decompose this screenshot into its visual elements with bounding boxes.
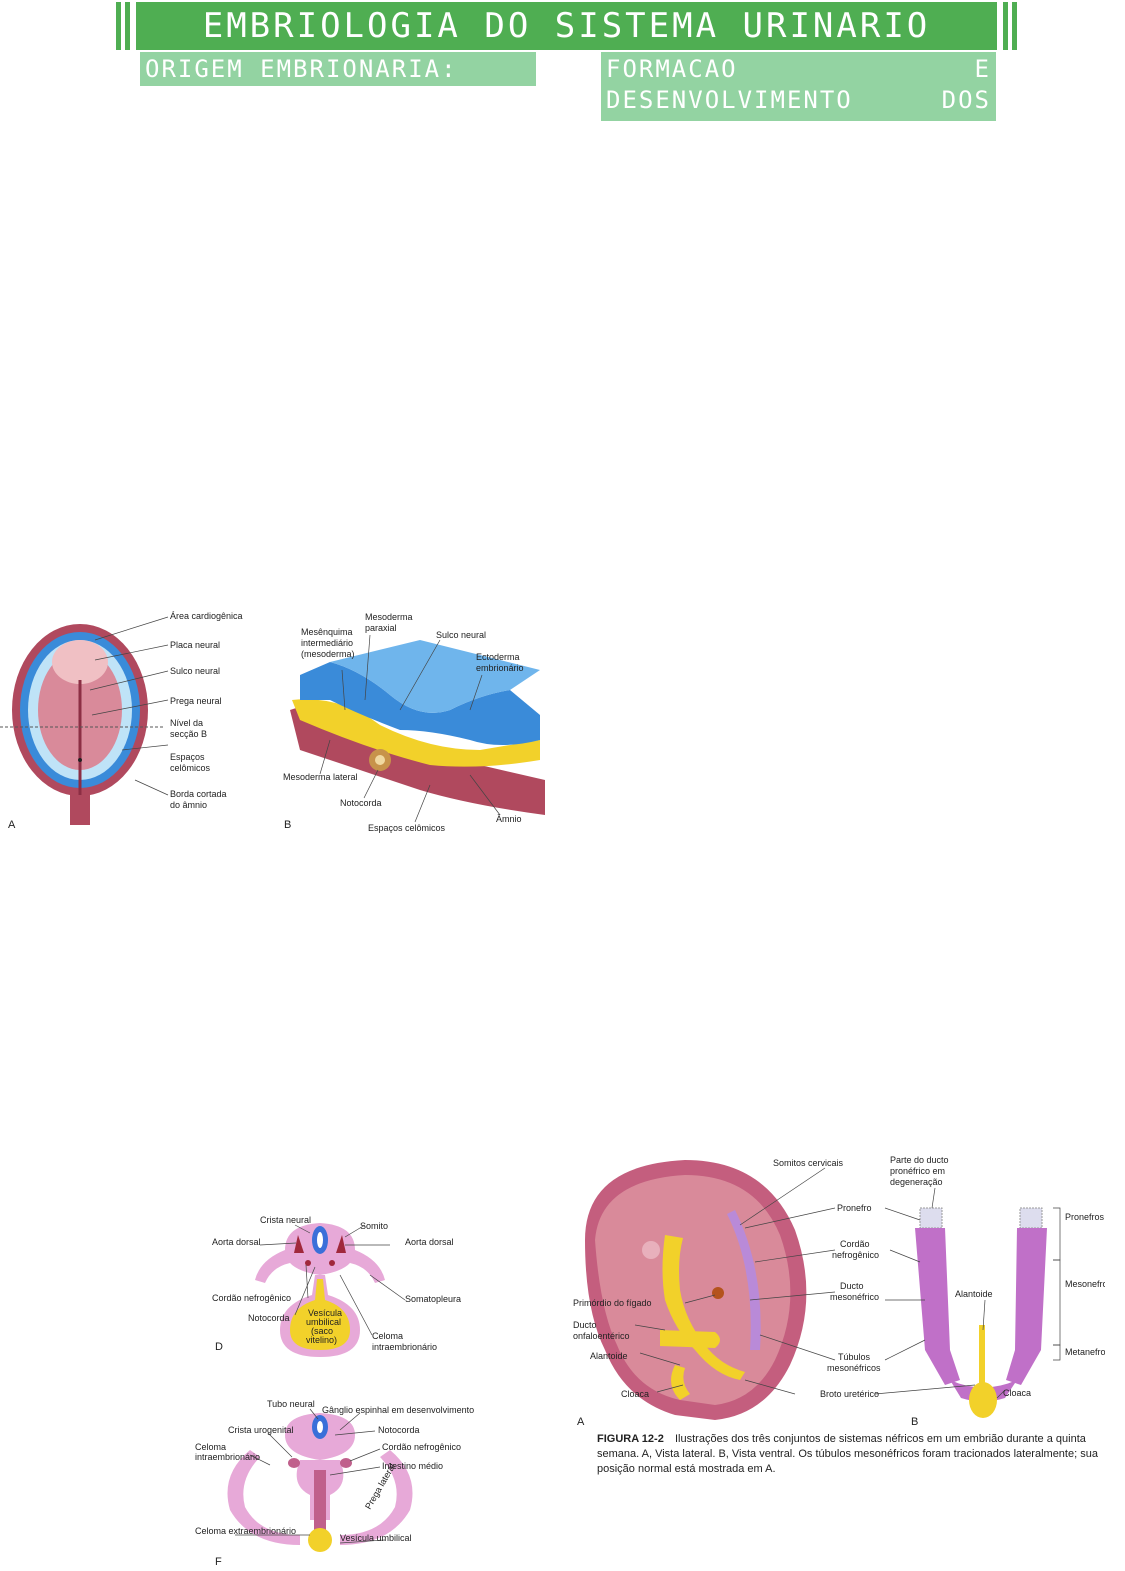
label-ectoderma-1: Ectoderma (476, 652, 520, 662)
label-espacos-1: Espaços (170, 752, 205, 762)
label-area-cardiogenica: Área cardiogênica (170, 611, 243, 621)
label-ducto-mesonefrico-2: mesonéfrico (830, 1292, 879, 1302)
label-placa-neural: Placa neural (170, 640, 220, 650)
label-celoma-d-1: Celoma (372, 1331, 403, 1341)
label-cordao-nefrogenico-f: Cordão nefrogênico (382, 1442, 461, 1452)
label-alantoide-b: Alantoide (955, 1289, 993, 1299)
figure-section-f: Tubo neural Gânglio espinhal em desenvol… (190, 1395, 480, 1567)
panel-letter-b: B (284, 819, 291, 831)
label-pronefros: Pronefros (1065, 1212, 1105, 1222)
kidneys-ventral-view (915, 1208, 1047, 1418)
label-cordao-nefrogenico-2: nefrogênico (832, 1250, 879, 1260)
label-crista-urogenital: Crista urogenital (228, 1425, 294, 1435)
label-notocorda-d: Notocorda (248, 1313, 290, 1323)
label-mesoderma-paraxial-2: paraxial (365, 623, 397, 633)
label-vesicula-umbilical-f: Vesícula umbilical (340, 1533, 412, 1543)
label-mesenquima-2: intermediário (301, 638, 353, 648)
label-celoma-intra-f-1: Celoma (195, 1442, 226, 1452)
title-banner: EMBRIOLOGIA DO SISTEMA URINARIO (116, 2, 1017, 50)
section-heading-formacao: FORMACAO E DESENVOLVIMENTO DOS RINS: (601, 52, 996, 121)
label-celoma-extraembrionario: Celoma extraembrionário (195, 1526, 296, 1536)
label-notocorda-f: Notocorda (378, 1425, 420, 1435)
label-tubo-neural: Tubo neural (267, 1399, 315, 1409)
banner-left-bars (116, 2, 134, 50)
figure-caption-line-3: posição normal está mostrada em A. (597, 1463, 776, 1475)
label-mesenquima-3: (mesoderma) (301, 649, 355, 659)
label-mesonefros: Mesonefros (1065, 1279, 1105, 1289)
label-metanefros: Metanefros (1065, 1347, 1105, 1357)
label-mesoderma-paraxial-1: Mesoderma (365, 612, 413, 622)
label-vesicula-d-4: vitelino) (306, 1335, 337, 1345)
embryo-lateral-view (585, 1160, 806, 1420)
panel-letter-d: D (215, 1341, 223, 1353)
figure-caption-line-2: semana. A, Vista lateral. B, Vista ventr… (597, 1448, 1099, 1460)
label-ducto-mesonefrico-1: Ducto (840, 1281, 864, 1291)
label-parte-ducto-3: degeneração (890, 1177, 943, 1187)
panel-letter-b-fig3: B (911, 1416, 918, 1428)
label-somatopleura: Somatopleura (405, 1294, 461, 1304)
embryo-dorsal-view (12, 624, 148, 825)
banner-core: EMBRIOLOGIA DO SISTEMA URINARIO (136, 2, 997, 50)
label-aorta-dorsal-left: Aorta dorsal (212, 1237, 261, 1247)
panel-letter-f: F (215, 1556, 222, 1567)
section-heading-origem: ORIGEM EMBRIONARIA: (140, 52, 536, 86)
label-celoma-d-2: intraembrionário (372, 1342, 437, 1352)
label-mesoderma-lateral: Mesoderma lateral (283, 772, 358, 782)
page-title: EMBRIOLOGIA DO SISTEMA URINARIO (203, 6, 931, 46)
label-tubulos-2: mesonéfricos (827, 1363, 881, 1373)
figure-nephric-systems: Somitos cervicais Parte do ducto pronéfr… (565, 1150, 1105, 1480)
label-sulco-neural-b: Sulco neural (436, 630, 486, 640)
banner-right-bars (999, 2, 1017, 50)
label-sulco-neural-a: Sulco neural (170, 666, 220, 676)
label-cloaca-b: Cloaca (1003, 1388, 1031, 1398)
panel-letter-a-fig3: A (577, 1416, 585, 1428)
label-parte-ducto-1: Parte do ducto (890, 1155, 949, 1165)
label-notocorda-b: Notocorda (340, 798, 382, 808)
label-alantoide-a: Alantoide (590, 1351, 628, 1361)
label-pronefro: Pronefro (837, 1203, 872, 1213)
label-borda-1: Borda cortada (170, 789, 227, 799)
label-ganglio-espinhal: Gânglio espinhal em desenvolvimento (322, 1405, 474, 1415)
label-cordao-nefrogenico-d: Cordão nefrogênico (212, 1293, 291, 1303)
label-broto-ureterico: Broto uretérico (820, 1389, 879, 1399)
label-nivel-2: secção B (170, 729, 207, 739)
label-tubulos-1: Túbulos (838, 1352, 871, 1362)
label-parte-ducto-2: pronéfrico em (890, 1166, 945, 1176)
label-mesenquima-1: Mesênquima (301, 627, 353, 637)
label-cordao-nefrogenico-1: Cordão (840, 1239, 870, 1249)
figure-caption-label: FIGURA 12-2 (597, 1433, 664, 1445)
label-prega-neural: Prega neural (170, 696, 222, 706)
label-crista-neural: Crista neural (260, 1215, 311, 1225)
label-espacos-celomicos-b: Espaços celômicos (368, 823, 446, 833)
label-nivel-1: Nível da (170, 718, 203, 728)
label-cloaca-a: Cloaca (621, 1389, 649, 1399)
label-ducto-onfaloenterico-1: Ducto (573, 1320, 597, 1330)
label-borda-2: do âmnio (170, 800, 207, 810)
label-ectoderma-2: embrionário (476, 663, 524, 673)
label-somito: Somito (360, 1221, 388, 1231)
label-celoma-intra-f-2: intraembrionário (195, 1452, 260, 1462)
panel-letter-a: A (8, 819, 16, 831)
figure-caption-line-1: Ilustrações dos três conjuntos de sistem… (675, 1433, 1087, 1445)
figure-section-d: Crista neural Somito Aorta dorsal Aorta … (200, 1205, 470, 1365)
label-somitos-cervicais: Somitos cervicais (773, 1158, 844, 1168)
figure-neural-plate: Área cardiogênica Placa neural Sulco neu… (0, 600, 560, 850)
label-amnio: Âmnio (496, 814, 522, 824)
label-espacos-2: celômicos (170, 763, 211, 773)
label-aorta-dorsal-right: Aorta dorsal (405, 1237, 454, 1247)
label-primordio-figado: Primórdio do fígado (573, 1298, 652, 1308)
label-ducto-onfaloenterico-2: onfaloentérico (573, 1331, 630, 1341)
